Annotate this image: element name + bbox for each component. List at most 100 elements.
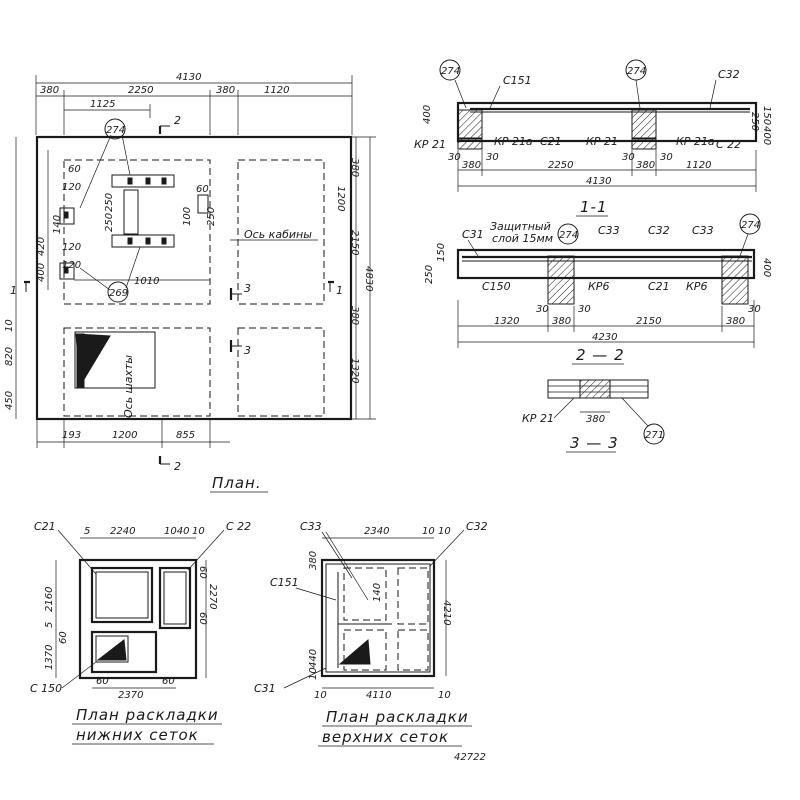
section-1-1: 274 274 С151 С32 КР 21 КР 21а С21 КР 21 … — [414, 59, 772, 217]
lm-title-2: нижних сеток — [76, 726, 199, 744]
s11-dim-1120: 1120 — [686, 160, 711, 171]
s22-mark-274b: 274 — [741, 220, 760, 231]
mark-269-circle — [107, 281, 129, 303]
s11-dim-30d: 30 — [660, 152, 673, 163]
plan-dim-bottom-193: 193 — [62, 430, 81, 441]
s22-label-c21: С21 — [648, 280, 670, 293]
plan-dim-top-2: 2250 — [128, 85, 153, 96]
um-dim-t10b: 10 — [438, 526, 451, 537]
s22-dim-150: 150 — [436, 243, 447, 262]
lm-dim-1370: 1370 — [44, 645, 55, 670]
s11-dim-total: 4130 — [586, 176, 611, 187]
s22-mark-274a: 274 — [559, 230, 578, 241]
section-mark-3-top: 3 — [244, 282, 251, 295]
shaft-axis-label: Ось шахты — [122, 355, 135, 418]
um-dim-140: 140 — [372, 583, 383, 602]
s11-dim-30c: 30 — [622, 152, 635, 163]
plan-view: 4130 380 2250 380 1120 1125 — [4, 72, 376, 493]
s11-dim-400r: 400 — [761, 126, 772, 145]
s11-label-c32: С32 — [718, 68, 740, 81]
plan-dim-total: 4130 — [176, 72, 201, 83]
um-dim-l10: 10 — [308, 667, 319, 680]
plan-dim-right-380a: 380 — [349, 158, 360, 177]
s22-label-c33: С33 — [598, 224, 620, 237]
s11-label-c151: С151 — [503, 74, 532, 87]
plan-dim-1010: 1010 — [134, 276, 159, 287]
s22-dim-380a: 380 — [552, 316, 571, 327]
lm-dim-2370: 2370 — [118, 690, 143, 701]
s22-dim-250: 250 — [424, 265, 435, 284]
embedded-parts-274 — [59, 134, 209, 291]
s22-dim-30c: 30 — [748, 304, 761, 315]
plan-dim-left-10: 10 — [4, 319, 15, 332]
s22-label-c33b: С33 — [692, 224, 714, 237]
lm-dim-5: 5 — [84, 526, 90, 537]
s11-dim-30a: 30 — [448, 152, 461, 163]
section-mark-3-bottom: 3 — [244, 344, 251, 357]
um-dim-380: 380 — [308, 551, 319, 570]
lm-dim-1040: 1040 — [164, 526, 189, 537]
s33-mark-271: 271 — [645, 430, 664, 441]
s33-title: 3 — 3 — [570, 434, 619, 452]
lm-dim-l5: 5 — [44, 622, 55, 628]
plan-dim-inner-250a: 250 — [104, 193, 115, 212]
s22-dim-30a: 30 — [536, 304, 549, 315]
um-label-c151: С151 — [270, 576, 299, 589]
s22-label-protect1: Защитный — [490, 220, 551, 233]
plan-mark-274: 274 — [106, 125, 125, 136]
um-label-c31: С31 — [254, 682, 276, 695]
section-mark-2-bottom: 2 — [174, 460, 181, 473]
s22-label-protect2: слой 15мм — [492, 232, 553, 245]
plan-dim-right-1320: 1320 — [349, 358, 360, 383]
s22-label-c32: С32 — [648, 224, 670, 237]
um-dim-b10b: 10 — [438, 690, 451, 701]
s11-label-c22: С 22 — [716, 138, 741, 151]
lm-dim-b60: 60 — [96, 676, 109, 687]
s33-label-kp21: КР 21 — [522, 412, 554, 425]
plan-dim-top-4: 1120 — [264, 85, 289, 96]
s11-dim-150: 150 — [761, 106, 772, 125]
lm-dim-b60b: 60 — [162, 676, 175, 687]
s11-label-c21: С21 — [540, 135, 562, 148]
um-dim-2340: 2340 — [364, 526, 389, 537]
lm-dim-l60: 60 — [58, 631, 69, 644]
plan-dim-left-120b: 120 — [62, 242, 81, 253]
lower-mesh-layout: С21 С 22 С 150 5 2240 1040 10 2160 5 60 … — [30, 520, 251, 745]
s11-dim-2250: 2250 — [548, 160, 573, 171]
s22-dim-total: 4230 — [592, 332, 617, 343]
s11-dim-30b: 30 — [486, 152, 499, 163]
um-label-c32: С32 — [466, 520, 488, 533]
plan-dim-inner-100: 100 — [182, 207, 193, 226]
s11-label-kp21a: КР 21а — [494, 135, 533, 148]
plan-dim-top-1: 380 — [40, 85, 59, 96]
section-mark-1-right: 1 — [336, 284, 343, 297]
s11-label-kp21: КР 21 — [414, 138, 446, 151]
um-title-2: верхних сеток — [322, 728, 449, 746]
upper-mesh-layout: С33 С32 С151 С31 2340 10 10 380 140 440 … — [254, 520, 488, 747]
s22-dim-400: 400 — [761, 258, 772, 277]
lm-dim-2270: 2270 — [207, 584, 218, 609]
lm-label-c150: С 150 — [30, 682, 62, 695]
um-dim-4210: 4210 — [441, 600, 452, 625]
s22-title: 2 — 2 — [576, 346, 625, 364]
um-dim-b10: 10 — [314, 690, 327, 701]
plan-dim-left-120a: 120 — [62, 182, 81, 193]
lm-dim-2160: 2160 — [44, 587, 55, 612]
section-mark-2-top: 2 — [174, 114, 181, 127]
s22-dim-2150: 2150 — [636, 316, 661, 327]
s11-dim-400: 400 — [422, 105, 433, 124]
s22-label-c150: С150 — [482, 280, 511, 293]
plan-dim-left-820: 820 — [4, 347, 15, 366]
s11-mark-274a: 274 — [441, 66, 460, 77]
s11-label-kp21-2: КР 21 — [586, 135, 618, 148]
plan-dim-top-3: 380 — [216, 85, 235, 96]
plan-dim-left-120c: 120 — [62, 260, 81, 271]
s22-dim-380b: 380 — [726, 316, 745, 327]
plan-dim-left-400: 400 — [36, 263, 47, 282]
plan-dim-inner: 1125 — [90, 99, 115, 110]
plan-mark-269: 269 — [109, 288, 128, 299]
plan-dim-left-450: 450 — [4, 391, 15, 410]
plan-dim-inner-60: 60 — [196, 184, 209, 195]
lm-title-1: План раскладки — [76, 706, 219, 724]
